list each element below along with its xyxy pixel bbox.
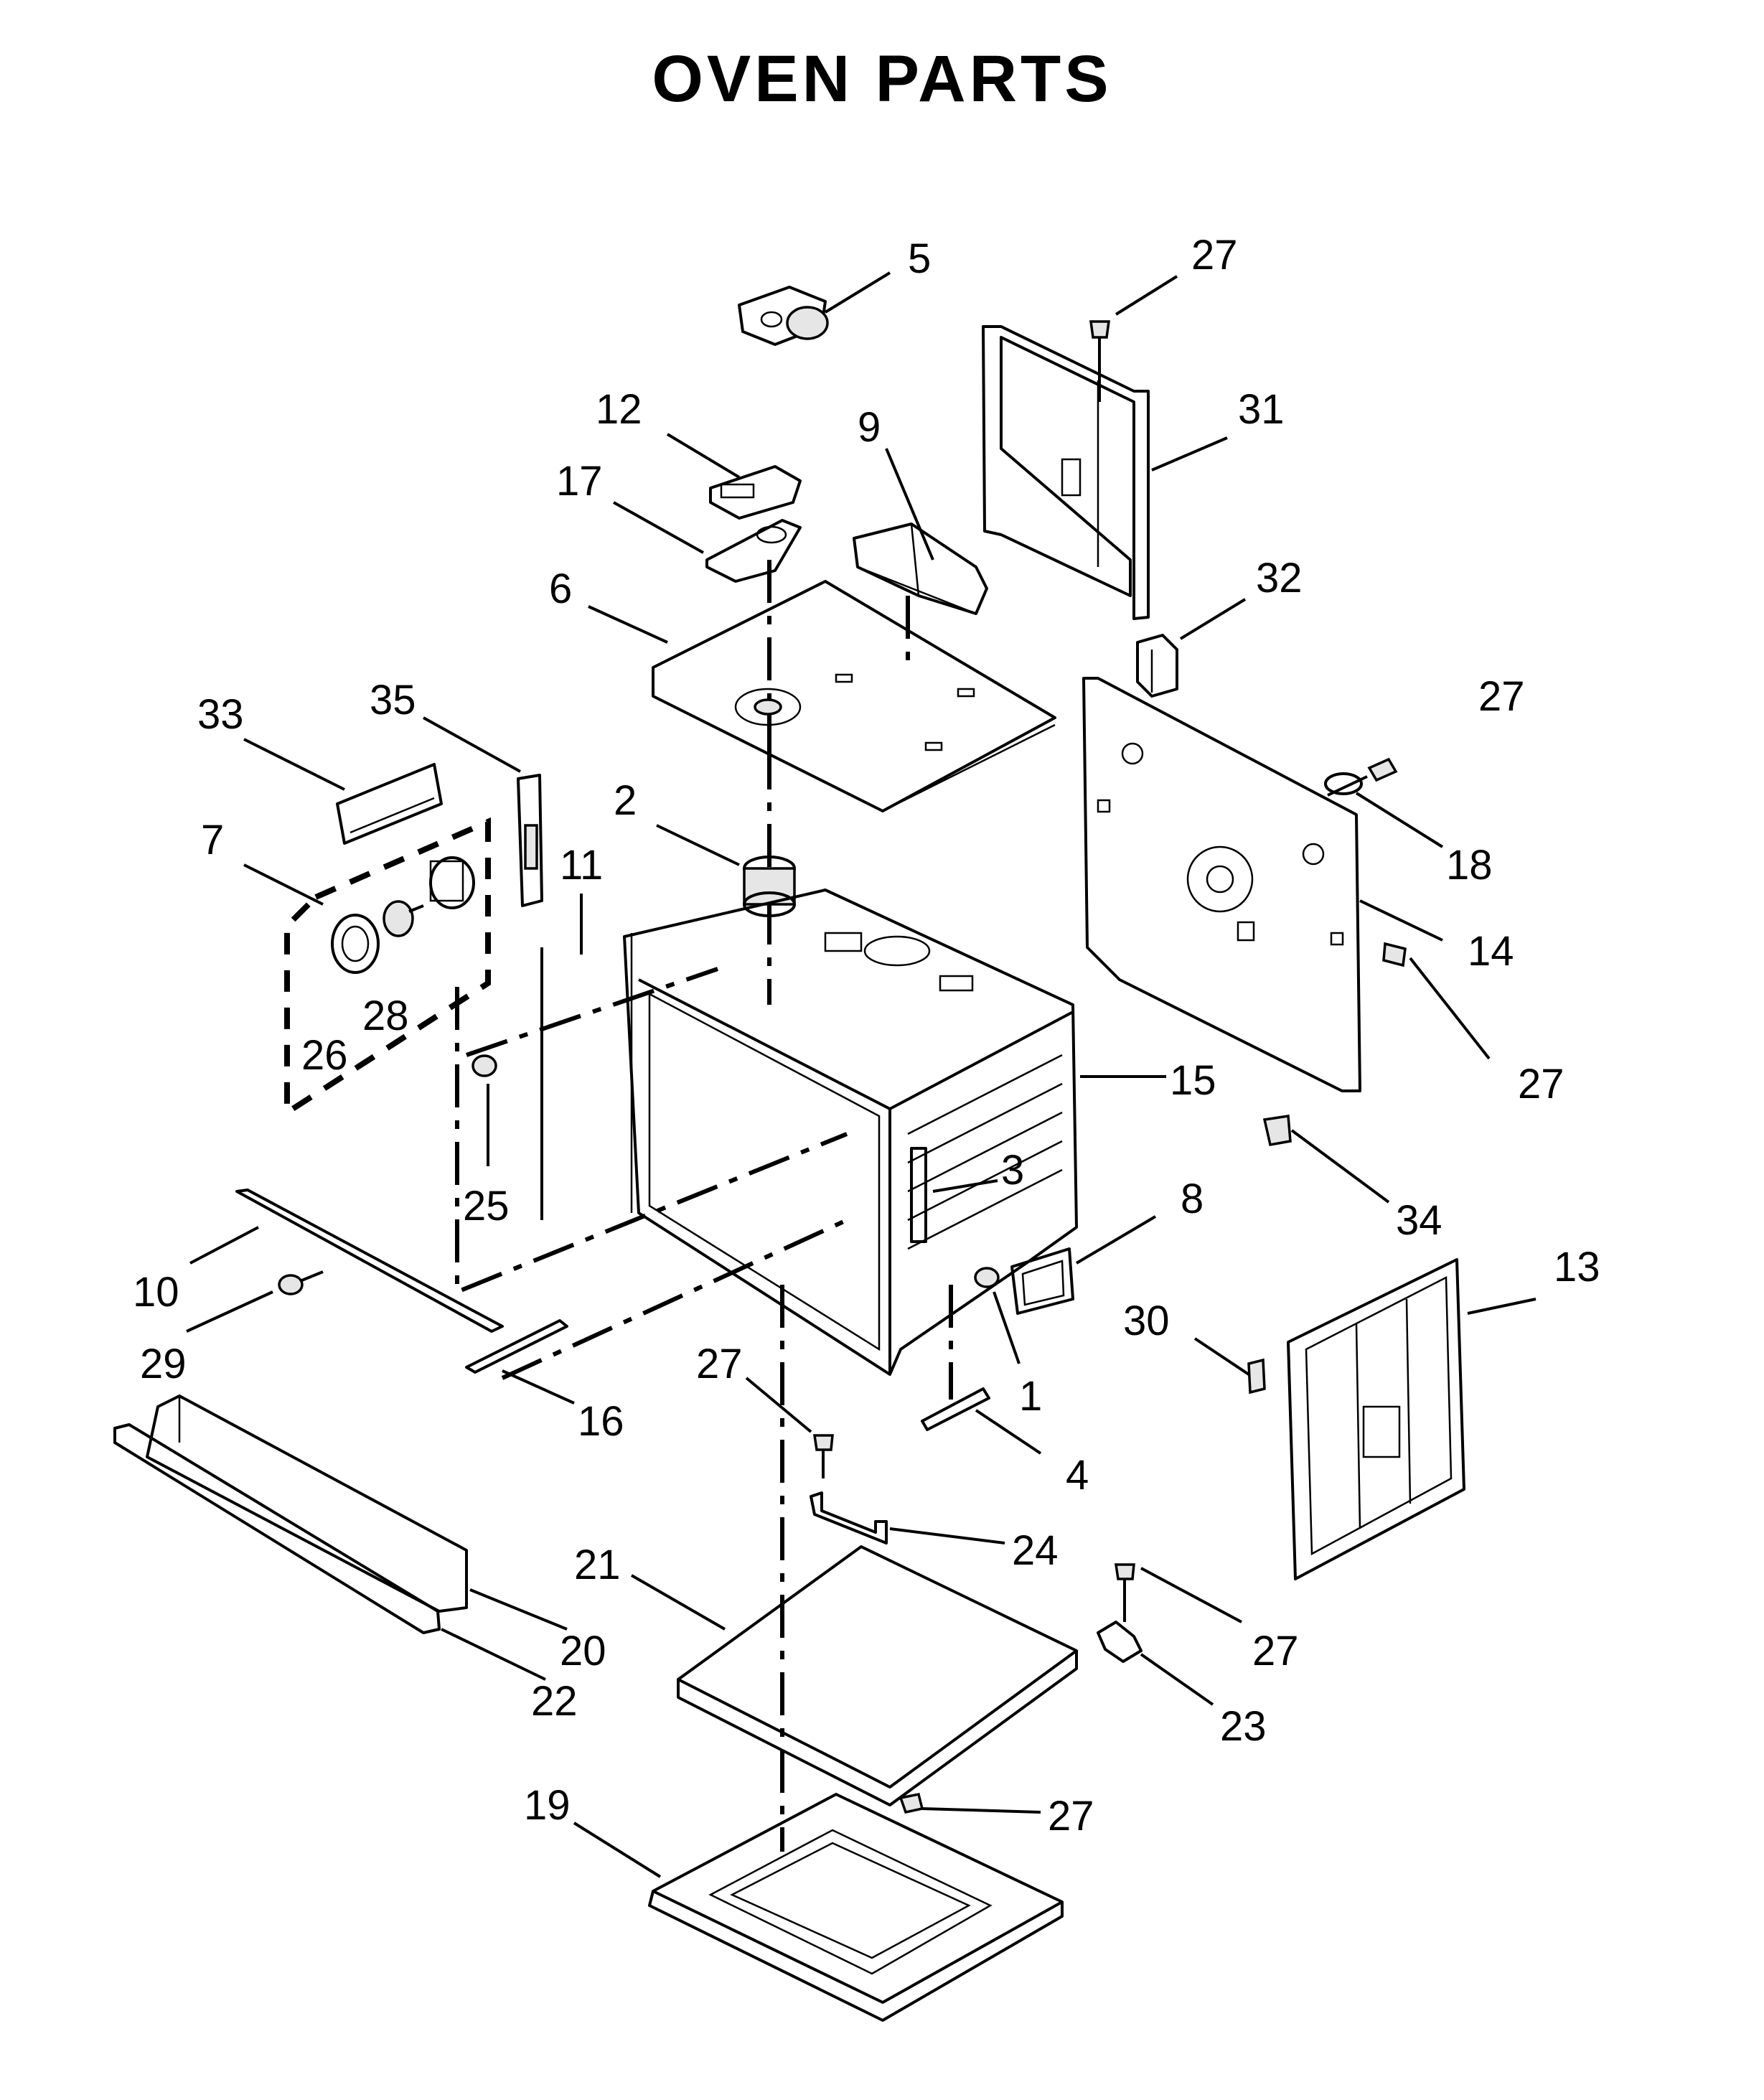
callout-19: 19: [524, 1782, 571, 1829]
part-27-screw-floor: [899, 1792, 924, 1814]
callout-35: 35: [370, 677, 416, 723]
part-16-sensor: [465, 1319, 568, 1374]
callout-31: 31: [1238, 386, 1285, 433]
callout-29: 29: [140, 1341, 187, 1387]
callout-9: 9: [858, 404, 881, 451]
part-5-switch: [738, 286, 829, 346]
part-27-screw-bottom: [812, 1434, 834, 1478]
callout-1: 1: [1019, 1373, 1042, 1420]
callout-24: 24: [1012, 1527, 1059, 1574]
callout-27: 27: [1478, 673, 1525, 720]
callout-labels: 5 27 12 9 31 17 6 32 33 35 27 2 7 11 18 …: [133, 232, 1600, 1839]
part-12-bracket: [709, 465, 802, 520]
callout-28: 28: [362, 993, 409, 1039]
part-18-washer: [1324, 772, 1363, 795]
callout-27: 27: [1191, 232, 1238, 278]
part-35-hinge: [517, 774, 543, 907]
part-30-bracket: [1247, 1358, 1266, 1394]
callout-22: 22: [531, 1678, 578, 1725]
part-27-screw-rear: [1327, 757, 1398, 797]
part-15-oven-cavity: [623, 889, 1078, 1376]
callout-27: 27: [1518, 1061, 1564, 1107]
callout-4: 4: [1066, 1452, 1089, 1499]
callout-34: 34: [1396, 1197, 1442, 1244]
callout-14: 14: [1468, 928, 1514, 975]
callout-3: 3: [1001, 1147, 1024, 1194]
callout-17: 17: [556, 458, 603, 505]
part-27-screw-top: [1089, 320, 1111, 402]
callout-23: 23: [1220, 1703, 1267, 1750]
callout-27: 27: [696, 1341, 743, 1387]
part-21-panel: [677, 1545, 1078, 1806]
callout-33: 33: [197, 691, 244, 738]
callout-arrows: [186, 271, 1537, 1878]
part-33-panel: [336, 763, 443, 845]
part-22-trim: [113, 1423, 441, 1634]
callout-27: 27: [1048, 1793, 1094, 1839]
callout-12: 12: [596, 386, 642, 433]
knob-assembly-box: [284, 817, 491, 1118]
part-27-screw-rear-lower: [1382, 942, 1407, 967]
part-31-rear-panel: [982, 325, 1150, 620]
part-27-screw-right: [1114, 1563, 1135, 1622]
callout-25: 25: [463, 1183, 510, 1229]
part-24-bracket: [810, 1491, 888, 1544]
callout-16: 16: [578, 1398, 624, 1445]
part-6-top-panel: [652, 580, 1056, 812]
callout-20: 20: [560, 1628, 606, 1674]
callout-5: 5: [908, 235, 931, 282]
callout-32: 32: [1256, 555, 1303, 601]
part-14-rear-panel: [1082, 677, 1361, 1092]
knob-housing: [429, 856, 475, 909]
callout-27: 27: [1252, 1628, 1299, 1674]
part-17-bracket: [705, 519, 802, 583]
part-4-bracket: [921, 1387, 990, 1431]
callout-7: 7: [201, 817, 224, 863]
callout-6: 6: [549, 566, 572, 612]
part-10-rail: [235, 1189, 504, 1333]
diagram-title: OVEN PARTS: [652, 42, 1112, 116]
part-9-duct: [853, 522, 988, 615]
part-19-floor-pan: [648, 1793, 1064, 2022]
callout-18: 18: [1446, 842, 1493, 889]
part-26-knob: [331, 914, 380, 974]
callout-15: 15: [1170, 1057, 1216, 1104]
callout-11: 11: [560, 842, 603, 889]
callout-21: 21: [574, 1542, 621, 1588]
callout-10: 10: [133, 1269, 179, 1316]
part-3-sensor: [910, 1147, 927, 1243]
callout-13: 13: [1554, 1244, 1600, 1290]
part-28-knob-insert: [383, 900, 424, 937]
callout-30: 30: [1123, 1298, 1170, 1344]
part-29-screw: [278, 1270, 324, 1295]
part-20-trim: [146, 1394, 468, 1613]
part-1-screw: [974, 1267, 1000, 1288]
callout-26: 26: [301, 1032, 348, 1079]
callout-8: 8: [1181, 1176, 1204, 1222]
part-32-box: [1136, 634, 1178, 698]
part-8-vent: [1010, 1247, 1074, 1315]
callout-2: 2: [614, 777, 637, 824]
part-25-plug: [472, 1054, 497, 1077]
part-23-bracket: [1097, 1621, 1143, 1663]
part-13-side-panel: [1287, 1258, 1465, 1580]
assembly-guide-lines: [455, 560, 953, 1852]
part-34-clip: [1262, 1114, 1292, 1147]
